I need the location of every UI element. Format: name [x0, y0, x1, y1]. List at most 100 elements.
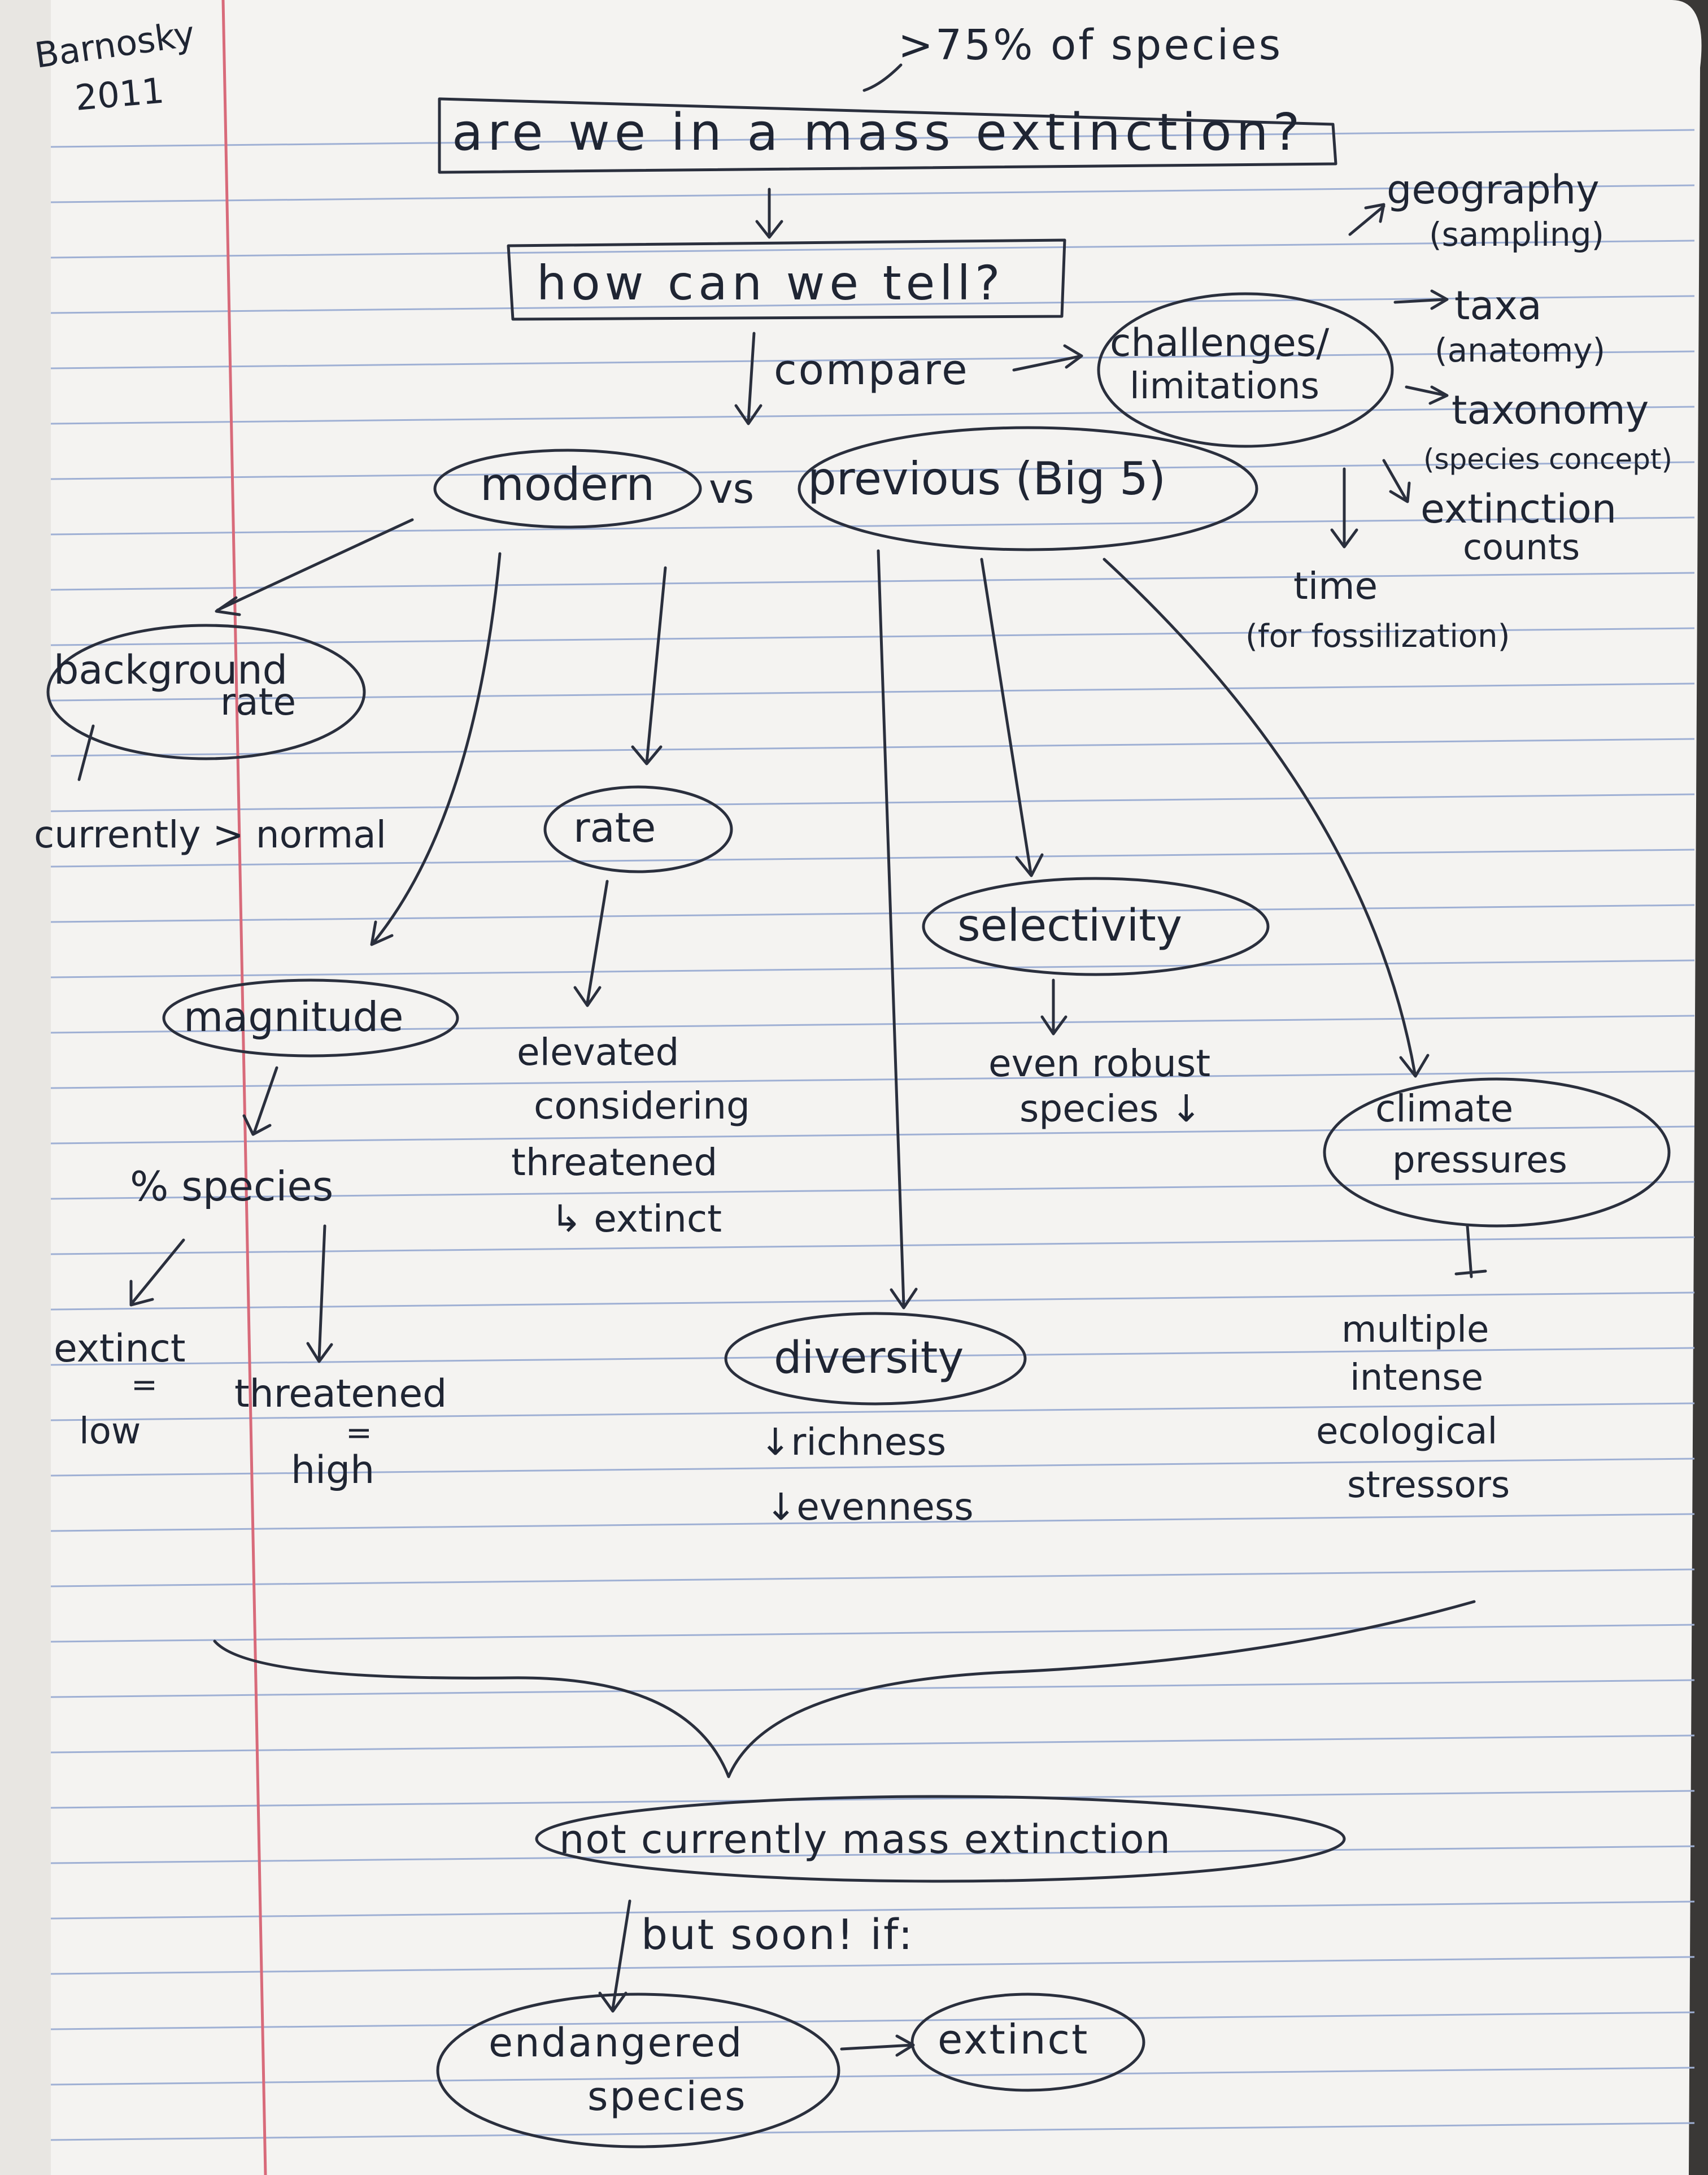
- question-box: [438, 97, 1337, 174]
- question-annotation: >75% of species: [898, 21, 1283, 69]
- rule-line: [50, 350, 1695, 369]
- arrow-climate: [1103, 558, 1430, 1078]
- magnitude-extinct-eq: =: [131, 1367, 158, 1403]
- rule-line: [50, 2011, 1695, 2030]
- arrow-threatened: [306, 1224, 333, 1363]
- climate-detail-line2: intense: [1350, 1357, 1483, 1399]
- rule-line: [50, 1125, 1695, 1145]
- conclusion-oval: [535, 1795, 1346, 1883]
- challenges-label-line1: challenges/: [1110, 321, 1329, 366]
- selectivity-detail-line1: even robust: [988, 1042, 1210, 1085]
- ruled-lines: [50, 129, 1695, 2141]
- challenge-time: time: [1293, 564, 1378, 608]
- rule-line: [50, 1734, 1695, 1754]
- rule-line: [50, 1513, 1695, 1532]
- rule-line: [50, 904, 1695, 923]
- arrow-magnitude-detail: [242, 1066, 278, 1136]
- conclusion-brace: [213, 1600, 1476, 1778]
- arrow-question-to-how: [755, 188, 783, 239]
- rule-line: [50, 1845, 1695, 1864]
- rule-line: [50, 1181, 1695, 1200]
- page-left-edge: [0, 0, 51, 2175]
- background-rate-detail: currently > normal: [34, 813, 386, 856]
- vs-label: vs: [709, 465, 754, 512]
- arrow-but-soon: [598, 1899, 631, 2013]
- challenge-taxonomy-note: (species concept): [1423, 443, 1672, 476]
- magnitude-threatened-eq: =: [346, 1415, 372, 1451]
- previous-oval: [798, 426, 1258, 551]
- outlines: [46, 97, 1671, 2148]
- climate-detail-line3: ecological: [1316, 1411, 1497, 1452]
- challenge-geography: geography: [1387, 167, 1600, 213]
- diversity-detail-line2: ↓evenness: [765, 1485, 974, 1529]
- rule-line: [50, 461, 1695, 480]
- arrow-extinct: [129, 1238, 185, 1307]
- rate-detail-line1: elevated: [517, 1030, 679, 1074]
- arrow-time: [1330, 467, 1358, 549]
- conclusion-main: not currently mass extinction: [559, 1816, 1171, 1863]
- rule-line: [50, 682, 1695, 702]
- selectivity-detail-line2: species ↓: [1019, 1087, 1202, 1130]
- climate-label-line1: climate: [1375, 1087, 1513, 1130]
- challenge-time-note: (for fossilization): [1245, 618, 1510, 655]
- arrow-geography: [1348, 203, 1385, 236]
- rule-line: [50, 1624, 1695, 1643]
- magnitude-detail: % species: [130, 1163, 333, 1210]
- rate-detail-line3: threatened: [511, 1141, 717, 1184]
- rule-line: [50, 793, 1695, 812]
- citation-year: 2011: [73, 69, 166, 118]
- climate-detail-line1: multiple: [1341, 1309, 1489, 1351]
- arrow-rate-detail: [573, 880, 609, 1007]
- conclusion-endangered-line1: endangered: [489, 2020, 743, 2066]
- rule-line: [50, 1070, 1695, 1089]
- rule-line: [50, 406, 1695, 425]
- magnitude-oval: [162, 978, 459, 1058]
- how-box: [507, 238, 1066, 321]
- rule-line: [50, 1956, 1695, 1975]
- climate-label-line2: pressures: [1392, 1139, 1567, 1181]
- challenge-taxa: taxa: [1454, 282, 1542, 329]
- margin-line: [221, 0, 267, 2175]
- rate-detail-line4: ↳ extinct: [551, 1197, 722, 1241]
- rule-line: [50, 738, 1695, 757]
- challenge-taxa-note: (anatomy): [1435, 331, 1605, 369]
- conclusion-extinct: extinct: [938, 2016, 1089, 2063]
- arrow-extinction-counts: [1382, 459, 1411, 503]
- arrow-magnitude: [370, 552, 502, 946]
- previous-label: previous (Big 5): [808, 453, 1166, 505]
- rule-line: [50, 1458, 1695, 1477]
- modern-label: modern: [480, 458, 655, 511]
- arrow-selectivity: [980, 558, 1044, 877]
- rate-oval: [543, 785, 733, 873]
- rule-line: [50, 2067, 1695, 2086]
- rate-label: rate: [573, 804, 656, 851]
- tick-background-detail: [77, 724, 95, 781]
- rule-line: [50, 849, 1695, 868]
- conclusion-condition: but soon! if:: [641, 1911, 914, 1959]
- endangered-oval: [436, 1993, 840, 2148]
- rule-line: [50, 572, 1695, 591]
- rate-detail-line2: considering: [534, 1084, 750, 1128]
- background-rate-line2: rate: [220, 680, 296, 724]
- challenges-label-line2: limitations: [1130, 366, 1319, 407]
- rule-line: [50, 1790, 1695, 1809]
- challenge-extinction-counts-note: counts: [1463, 527, 1580, 568]
- question-main: are we in a mass extinction?: [452, 103, 1304, 162]
- diagram-text: Barnosky 2011 >75% of species are we in …: [32, 13, 1672, 2120]
- background-rate-oval: [46, 624, 366, 760]
- rule-line: [50, 240, 1695, 259]
- selectivity-label: selectivity: [957, 901, 1182, 951]
- selectivity-oval: [922, 877, 1270, 976]
- rule-line: [50, 129, 1695, 148]
- challenges-oval: [1097, 292, 1394, 448]
- rule-line: [50, 1347, 1695, 1366]
- challenge-taxonomy: taxonomy: [1452, 387, 1649, 433]
- arrow-compare: [734, 332, 762, 425]
- arrow-taxa: [1393, 289, 1449, 310]
- how-question: how can we tell?: [537, 255, 1005, 311]
- rule-line: [50, 184, 1695, 203]
- modern-oval: [433, 449, 702, 529]
- rule-line: [50, 1291, 1695, 1311]
